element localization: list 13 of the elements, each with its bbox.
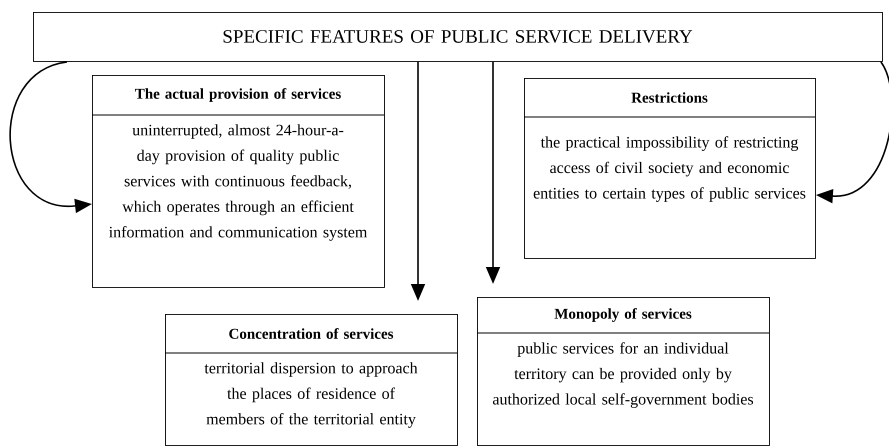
box-body-text: uninterrupted, almost 24-hour-a-day provision of quality public services with continuous feedback, which operates through an efficient information and communication system bbox=[109, 124, 368, 241]
box-heading: Restrictions bbox=[631, 92, 708, 103]
box-heading: Monopoly of services bbox=[554, 308, 692, 322]
feature-box bbox=[92, 75, 385, 288]
feature-box bbox=[476, 297, 770, 446]
box-body-text: territorial dispersion to approach the places of residence of members of the territorial entity bbox=[204, 362, 418, 428]
box-body-text: the practical impossibility of restricting access of civil society and economic entities to certain types of public services bbox=[534, 136, 806, 202]
box-heading: The actual provision of services bbox=[135, 88, 341, 102]
feature-box bbox=[164, 314, 458, 446]
box-heading: Concentration of services bbox=[229, 328, 394, 339]
title-box: SPECIFIC FEATURES OF PUBLIC SERVICE DELIVERY bbox=[33, 12, 883, 62]
feature-box bbox=[524, 78, 816, 259]
box-body-text: public services for an individual territory can be provided only by authorized local self-government bodies bbox=[492, 342, 754, 408]
